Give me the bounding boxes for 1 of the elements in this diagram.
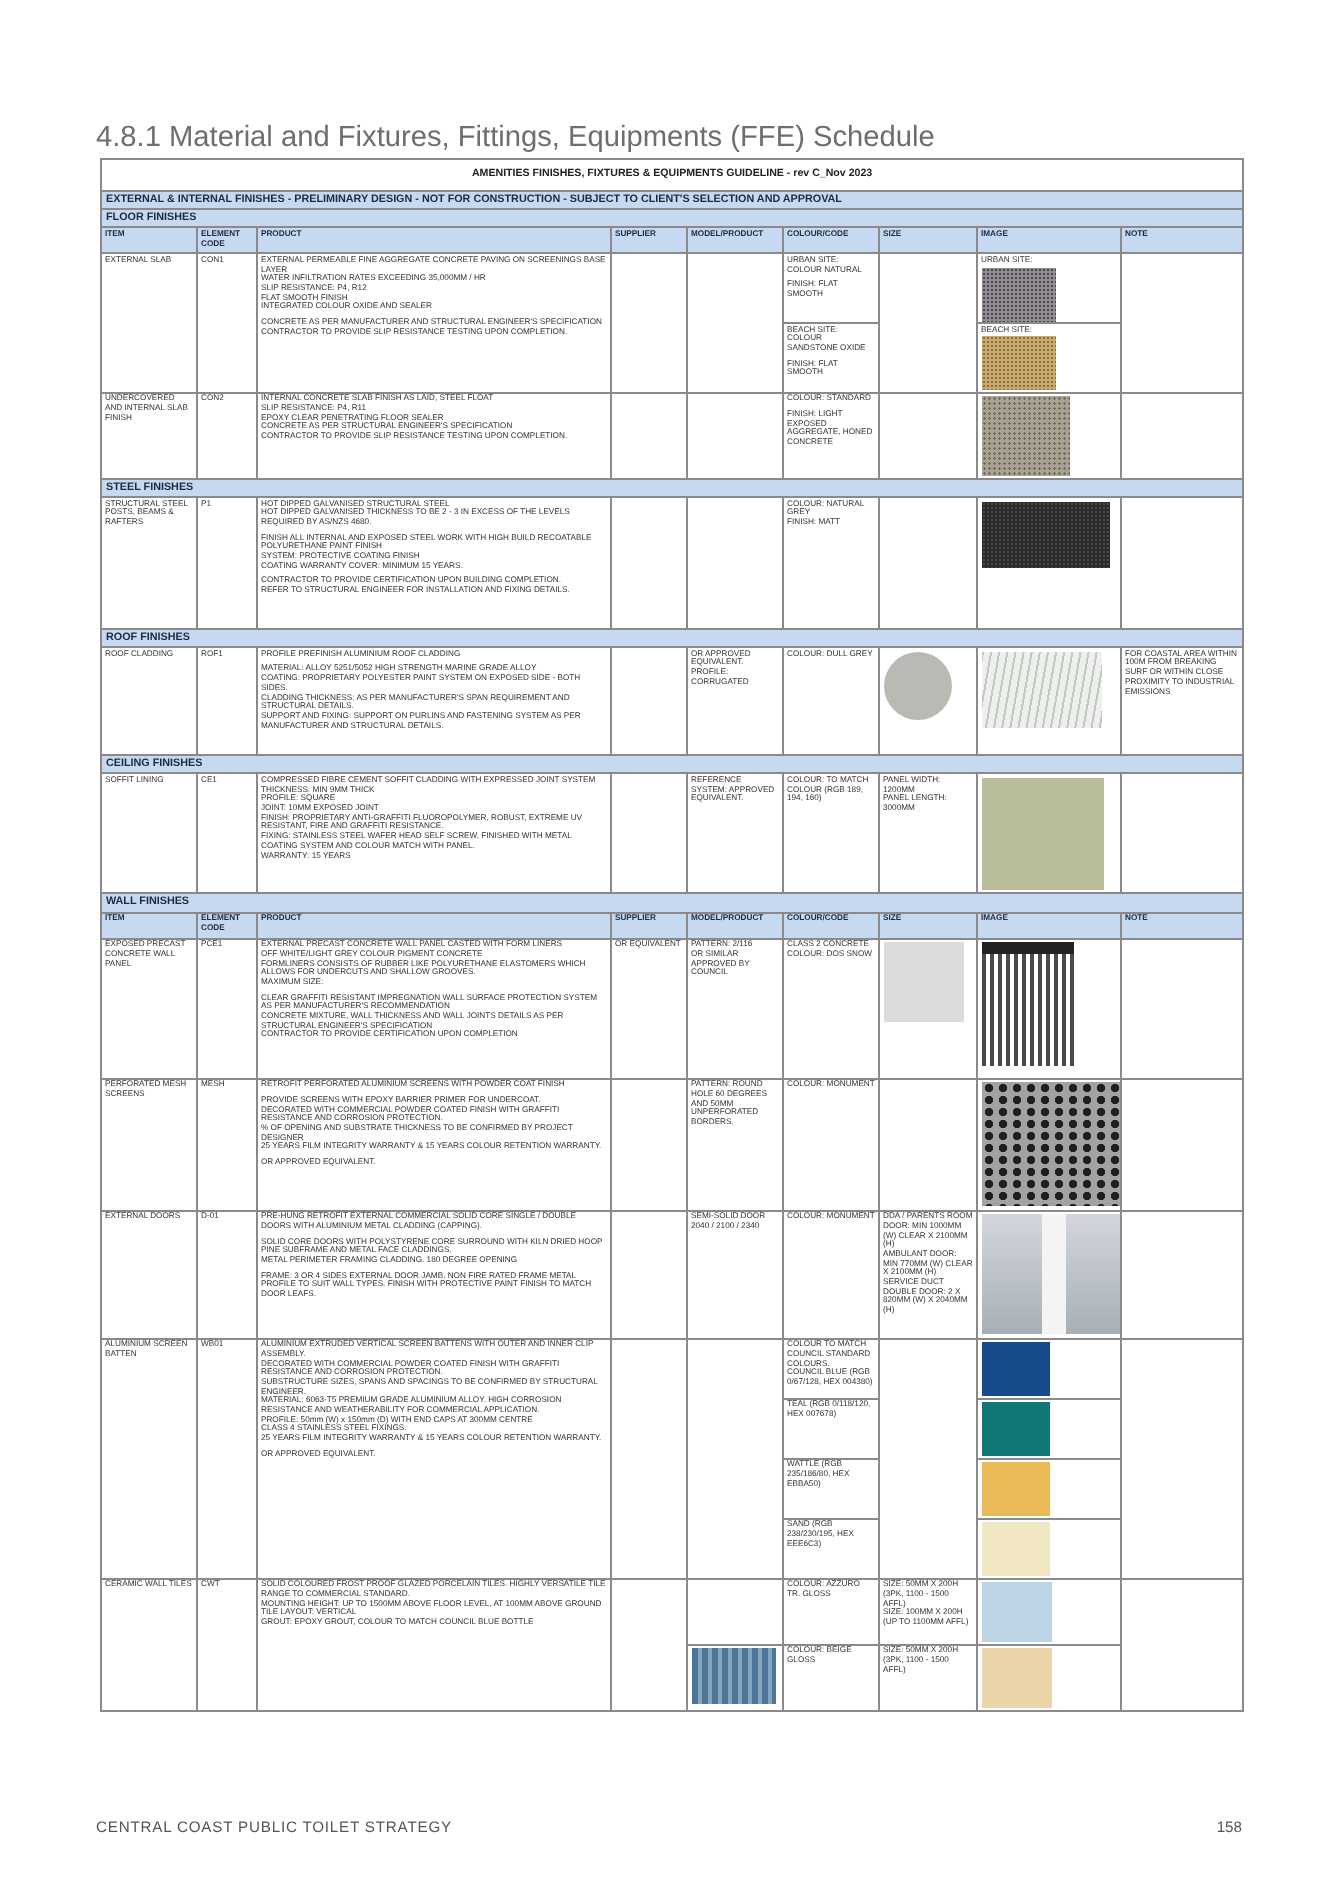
page-title: 4.8.1 Material and Fixtures, Fittings, Equipments (FFE) Schedule	[96, 122, 935, 154]
